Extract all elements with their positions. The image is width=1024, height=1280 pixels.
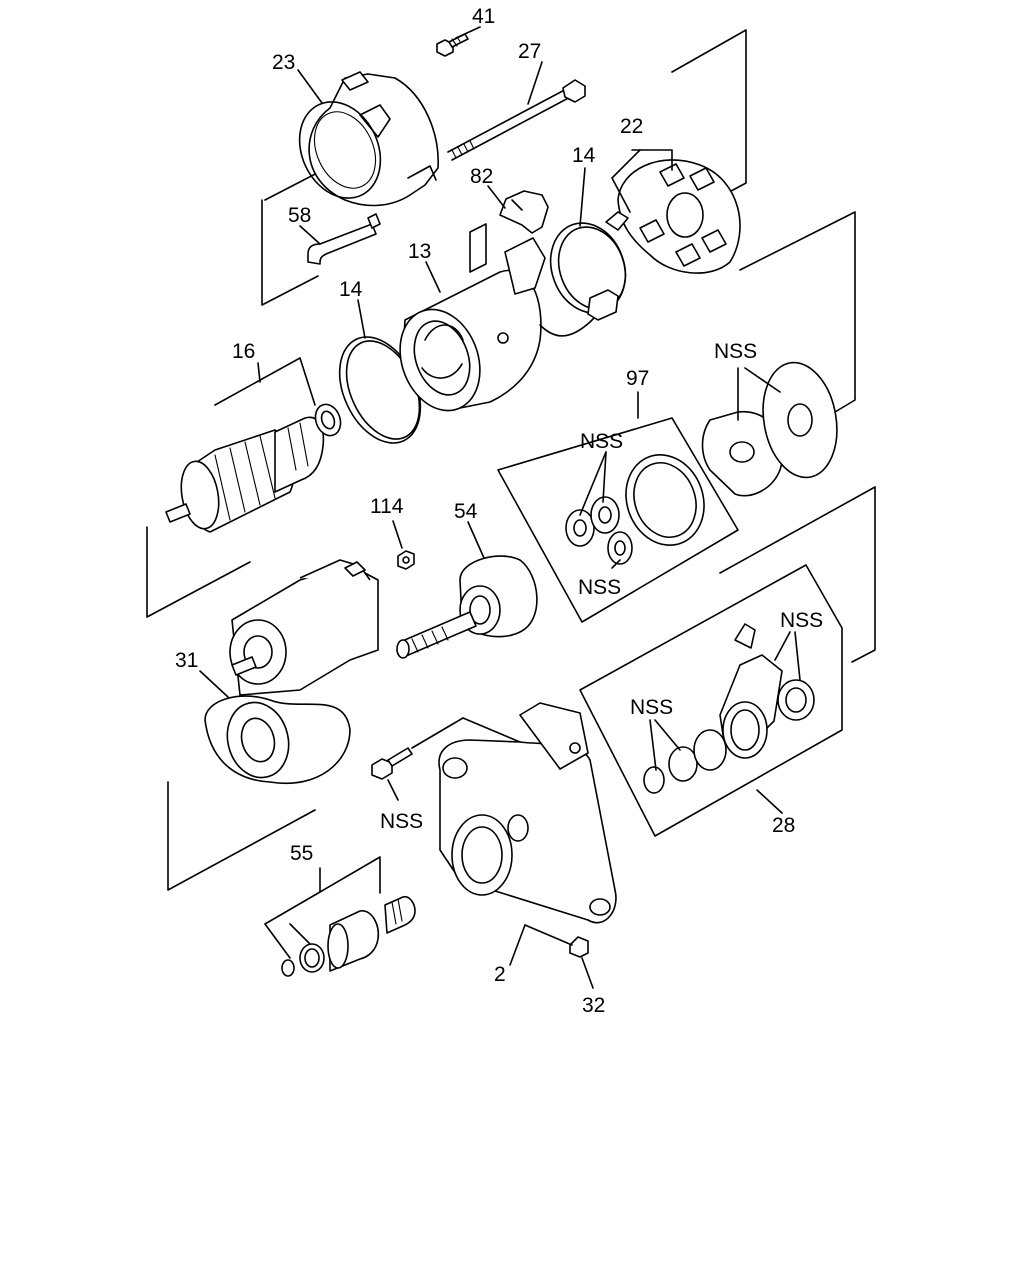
part-31-magnetic-switch	[204, 559, 379, 785]
part-27-through-bolt	[447, 79, 586, 161]
part-23-rear-cover	[298, 71, 439, 207]
part-nss-plate-washer	[701, 361, 838, 497]
part-nss-bolt	[371, 747, 413, 780]
part-41-bolt	[436, 33, 469, 57]
label-28: 28	[772, 814, 795, 837]
label-82: 82	[470, 165, 493, 188]
label-14-top: 14	[572, 144, 596, 167]
label-nss-lever: NSS	[780, 609, 823, 632]
label-nss-rings: NSS	[630, 696, 673, 719]
part-28-lever-group	[579, 564, 843, 837]
callout-labels: 41 27 23 22 14 82 58 13 14 16 NSS 97 NSS…	[175, 5, 823, 1017]
part-97-planetary-gear-set	[497, 417, 739, 623]
label-32: 32	[582, 994, 605, 1017]
part-54-shaft	[396, 555, 538, 659]
label-58: 58	[288, 204, 311, 227]
label-22: 22	[620, 115, 643, 138]
label-13: 13	[408, 240, 431, 263]
label-nss-gears-bottom: NSS	[578, 576, 621, 599]
label-54: 54	[454, 500, 478, 523]
part-82-clip	[499, 190, 549, 234]
label-27: 27	[518, 40, 541, 63]
part-55-pinion-set	[264, 856, 416, 977]
label-114: 114	[370, 495, 404, 518]
label-nss-washer: NSS	[714, 340, 757, 363]
part-16-armature	[165, 403, 342, 533]
label-2: 2	[494, 963, 506, 986]
label-14-bottom: 14	[339, 278, 363, 301]
label-31: 31	[175, 649, 198, 672]
label-16: 16	[232, 340, 255, 363]
part-2-drive-housing	[438, 702, 617, 958]
label-23: 23	[272, 51, 295, 74]
part-114-nut	[397, 550, 415, 570]
label-nss-bolt: NSS	[380, 810, 423, 833]
label-nss-gears-top: NSS	[580, 430, 623, 453]
part-22-brush-holder	[605, 159, 741, 274]
part-58-tube	[307, 213, 381, 265]
part-14-o-ring-top	[549, 222, 627, 314]
label-97: 97	[626, 367, 649, 390]
label-41: 41	[472, 5, 495, 28]
part-13-yoke-housing	[399, 223, 619, 412]
label-55: 55	[290, 842, 313, 865]
